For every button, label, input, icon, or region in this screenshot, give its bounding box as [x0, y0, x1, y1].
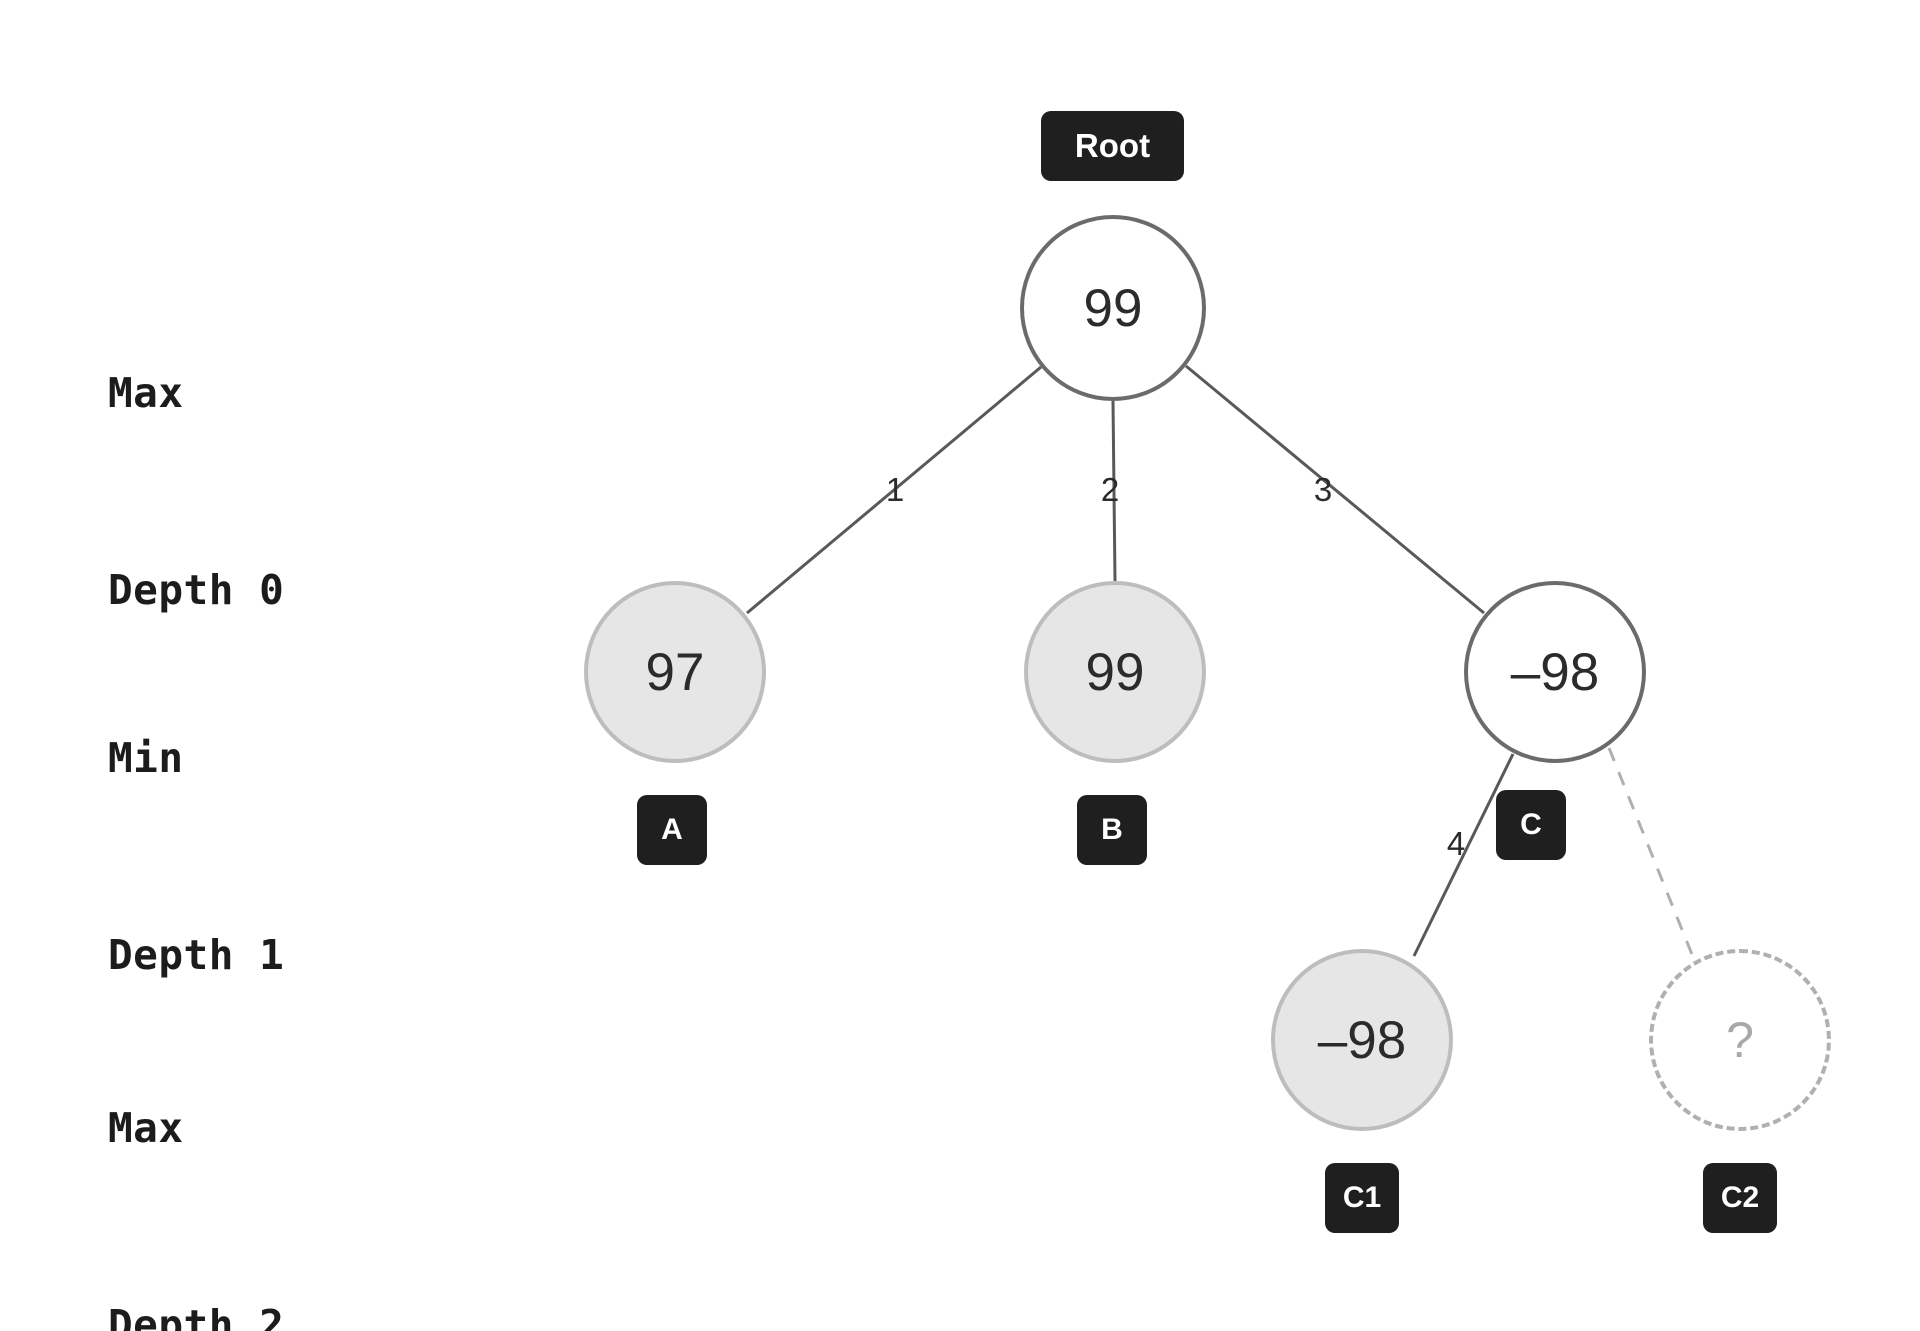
depth-label-2-depth: Depth 2	[108, 1300, 285, 1331]
node-root[interactable]: 99	[1020, 215, 1206, 401]
depth-label-0: Max Depth 0	[108, 230, 284, 755]
badge-a: A	[637, 795, 707, 865]
node-c[interactable]: –98	[1464, 581, 1646, 763]
depth-label-1-depth: Depth 1	[108, 930, 285, 979]
badge-root: Root	[1041, 111, 1184, 181]
depth-label-1: Min Depth 1	[108, 595, 284, 1120]
depth-label-2: Max Depth 2	[108, 965, 284, 1331]
depth-label-2-player: Max	[108, 1104, 184, 1153]
edge-label-root-c: 3	[1313, 471, 1333, 508]
badge-c: C	[1496, 790, 1566, 860]
edge-root-b	[1111, 400, 1117, 582]
depth-label-0-depth: Depth 0	[108, 565, 285, 614]
node-b[interactable]: 99	[1024, 581, 1206, 763]
depth-label-1-player: Min	[108, 734, 184, 783]
node-c1[interactable]: –98	[1271, 949, 1453, 1131]
edge-label-root-a: 1	[885, 471, 905, 508]
depth-label-0-player: Max	[108, 369, 184, 418]
node-a[interactable]: 97	[584, 581, 766, 763]
badge-b: B	[1077, 795, 1147, 865]
edge-label-root-b: 2	[1100, 471, 1120, 508]
badge-c1: C1	[1325, 1163, 1399, 1233]
node-c2[interactable]: ?	[1649, 949, 1831, 1131]
edge-label-c-c1: 4	[1446, 825, 1466, 862]
edge-root-c	[1185, 364, 1485, 615]
edge-root-a	[746, 365, 1042, 615]
edge-c-c1	[1412, 753, 1515, 957]
edge-c-c2	[1607, 747, 1695, 958]
badge-c2: C2	[1703, 1163, 1777, 1233]
